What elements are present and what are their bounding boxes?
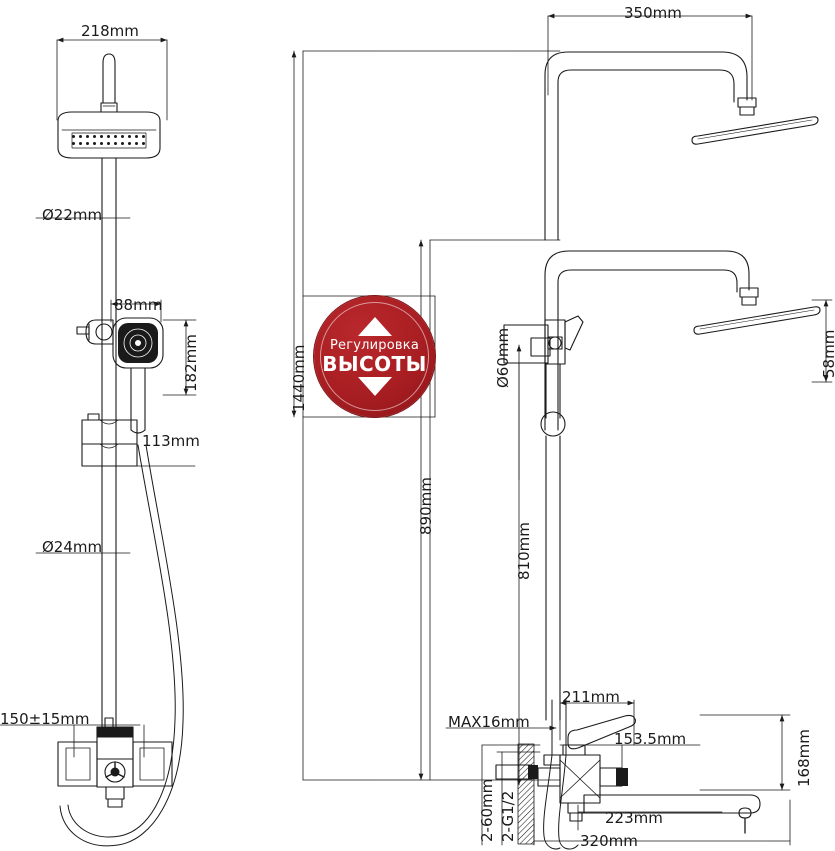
right-view-frames — [302, 50, 561, 781]
dim-label-88mm: 88mm — [114, 296, 163, 314]
dim-153-5mm — [559, 744, 701, 771]
left-mixer-body — [57, 717, 173, 808]
down-arrow-icon — [357, 377, 392, 396]
right-handset-bracket — [544, 315, 584, 365]
dim-label-320mm: 320mm — [580, 832, 638, 850]
dim-inlets — [481, 744, 541, 846]
dim-label-218mm: 218mm — [81, 22, 139, 40]
right-lower-arm-connector — [739, 287, 759, 306]
dim-350mm — [547, 13, 753, 101]
right-upper-head — [691, 116, 819, 145]
dim-label-113mm: 113mm — [142, 432, 200, 450]
dim-88mm — [110, 299, 162, 323]
right-slide-bar — [540, 363, 566, 721]
dim-label-1440mm: 1440mm — [290, 344, 308, 412]
dim-label-dia22mm: Ø22mm — [42, 206, 103, 224]
right-hose — [543, 699, 579, 850]
dim-218mm — [56, 37, 168, 121]
dim-label-2-60mm: 2-60mm — [478, 778, 496, 842]
left-shower-head — [57, 111, 161, 159]
left-handset-bracket — [76, 319, 114, 345]
dim-label-223mm: 223mm — [605, 809, 663, 827]
right-inlet-nipples — [495, 764, 538, 780]
dim-58mm — [811, 299, 833, 383]
right-lower-arm — [544, 250, 750, 431]
left-head-stem — [100, 53, 118, 113]
dim-label-150pm15mm: 150±15mm — [0, 710, 90, 728]
dim-168mm — [699, 714, 791, 791]
wall-section — [517, 743, 535, 845]
right-upper-arm — [544, 51, 748, 241]
left-riser-upper — [101, 157, 117, 319]
dim-label-350mm: 350mm — [624, 4, 682, 22]
dim-label-58mm: 58mm — [820, 329, 835, 378]
left-handset-head — [112, 317, 164, 369]
badge-label-primary: Регулировка — [329, 338, 419, 353]
dim-211mm — [559, 699, 635, 746]
up-arrow-icon — [357, 317, 392, 336]
right-upper-arm-connector — [737, 97, 757, 116]
dim-label-dia24mm: Ø24mm — [42, 538, 103, 556]
dim-label-890mm: 890mm — [417, 477, 435, 535]
dim-label-153-5mm: 153.5mm — [614, 730, 687, 748]
left-riser-lower — [101, 317, 117, 731]
badge-label-secondary: ВЫСОТЫ — [322, 352, 427, 376]
height-adjustment-badge: Регулировка ВЫСОТЫ — [314, 296, 435, 417]
dim-label-182mm: 182mm — [182, 334, 200, 392]
dim-label-dia60mm: Ø60mm — [494, 327, 512, 388]
dim-223mm — [577, 804, 746, 831]
dim-150pm15 — [0, 724, 145, 758]
left-rail-holder — [81, 413, 138, 467]
dim-182mm — [162, 319, 197, 396]
dim-label-max16mm: MAX16mm — [448, 713, 530, 731]
left-handset-handle — [130, 367, 146, 434]
dim-label-168mm: 168mm — [795, 729, 813, 787]
dim-320mm — [533, 799, 791, 846]
dim-label-211mm: 211mm — [562, 688, 620, 706]
right-lower-head — [693, 306, 821, 335]
dim-label-810mm: 810mm — [515, 522, 533, 580]
dim-label-2-g1-2: 2-G1/2 — [499, 790, 517, 842]
